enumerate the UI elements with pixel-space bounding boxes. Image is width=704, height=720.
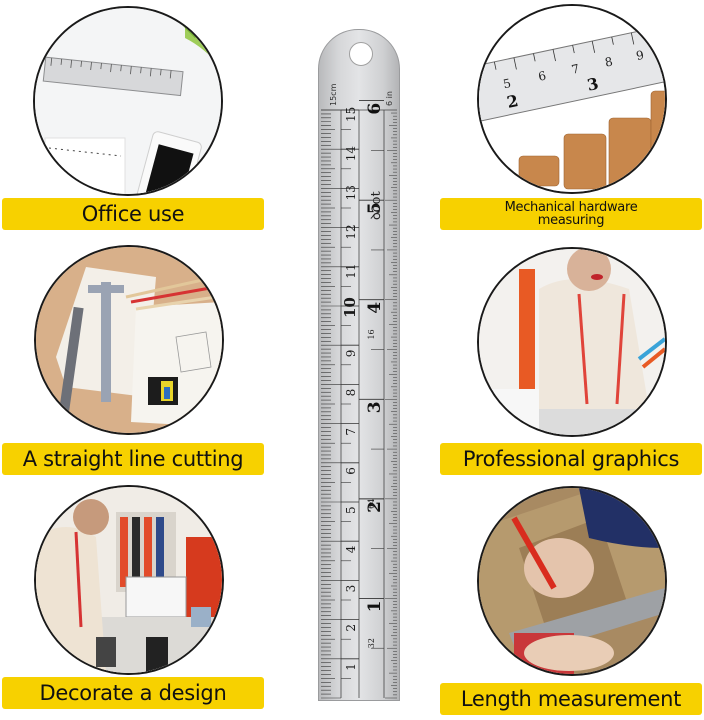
decorate-design-label: Decorate a design <box>2 677 264 709</box>
ruler-hang-hole <box>349 42 373 66</box>
office-use-text: Office use <box>81 202 185 226</box>
decorate-design-image <box>34 485 224 675</box>
cm-number: 4 <box>344 545 358 553</box>
professional-graphics-image <box>477 247 667 437</box>
office-use-image <box>33 6 223 196</box>
professional-graphics-label: Professional graphics <box>440 443 702 475</box>
cm-number: 3 <box>344 585 358 593</box>
mechanical-hardware-measuring-image: 5 6 7 8 9 2 3 4 <box>477 4 667 194</box>
svg-text:8: 8 <box>604 54 614 69</box>
office-use-label: Office use <box>2 198 264 230</box>
svg-text:3: 3 <box>585 74 600 95</box>
cm-number: 11 <box>344 264 358 279</box>
fraction-label: 64 <box>367 499 376 509</box>
straight-line-cutting-image <box>34 245 224 435</box>
brand-logo: ꝺoot <box>369 191 384 220</box>
cm-number: 12 <box>344 224 358 239</box>
cm-number: 2 <box>344 624 358 632</box>
cm-number: 14 <box>344 146 358 162</box>
cm-number: 8 <box>344 389 358 397</box>
inch-number: 6 <box>365 103 385 115</box>
inch-number: 4 <box>365 302 385 314</box>
inch-number: 3 <box>365 401 385 413</box>
straight-line-cutting-text: A straight line cutting <box>22 447 244 471</box>
cm-number: 6 <box>344 467 358 475</box>
fraction-label: 32 <box>367 638 376 648</box>
professional-graphics-text: Professional graphics <box>462 447 680 471</box>
inch-number: 2 <box>365 501 385 513</box>
mechanical-hardware-text-line-1: Mechanical hardware <box>504 200 638 215</box>
length-measurement-image <box>477 486 667 676</box>
decorate-design-text: Decorate a design <box>39 681 227 705</box>
mechanical-hardware-measuring-label: Mechanical hardware measuring <box>440 198 702 230</box>
length-measurement-text: Length measurement <box>460 687 682 711</box>
mechanical-hardware-text-line-2: measuring <box>537 213 605 228</box>
cm-number: 10 <box>341 297 359 318</box>
fraction-label: 16 <box>367 329 376 339</box>
inch-number: 5 <box>365 202 385 214</box>
cm-number: 15 <box>344 107 358 122</box>
cm-number: 1 <box>344 663 358 671</box>
straight-line-cutting-label: A straight line cutting <box>2 443 264 475</box>
cm-number: 7 <box>344 428 358 436</box>
cm-unit-label: 15cm <box>329 83 338 106</box>
cm-number: 13 <box>344 185 358 200</box>
cm-number: 5 <box>344 506 358 514</box>
inch-unit-label: 6 in <box>385 91 394 106</box>
svg-text:7: 7 <box>570 61 580 76</box>
svg-text:5: 5 <box>502 76 512 91</box>
svg-text:9: 9 <box>635 48 645 63</box>
svg-text:2: 2 <box>505 91 520 112</box>
inch-number: 1 <box>365 601 385 613</box>
svg-text:6: 6 <box>537 69 547 84</box>
length-measurement-label: Length measurement <box>440 683 702 715</box>
cm-number: 9 <box>344 350 358 358</box>
